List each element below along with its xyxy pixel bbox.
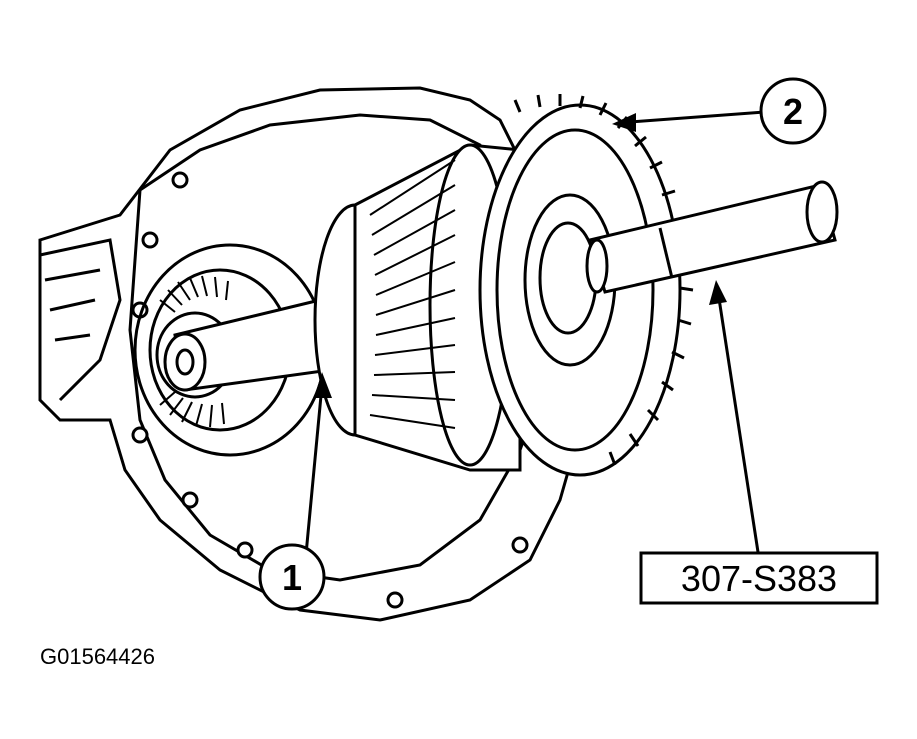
leader-arrows bbox=[303, 110, 766, 566]
callout-1: 1 bbox=[258, 543, 326, 611]
callout-2: 2 bbox=[759, 77, 827, 145]
callout-2-label: 2 bbox=[783, 91, 803, 132]
ring-gear-teeth bbox=[513, 94, 694, 466]
tool-number: 307-S383 bbox=[681, 558, 837, 599]
spline-teeth bbox=[369, 159, 456, 429]
arrow-heads bbox=[314, 113, 727, 398]
axle-shaft bbox=[163, 298, 332, 392]
callout-1-label: 1 bbox=[282, 557, 302, 598]
figure-code: G01564426 bbox=[40, 644, 155, 669]
ring-gear bbox=[478, 103, 682, 477]
installer-tool bbox=[585, 180, 839, 294]
carrier-gear-teeth bbox=[159, 275, 229, 428]
housing-bolt-holes bbox=[131, 171, 529, 609]
tool-label-box: 307-S383 bbox=[639, 551, 879, 605]
